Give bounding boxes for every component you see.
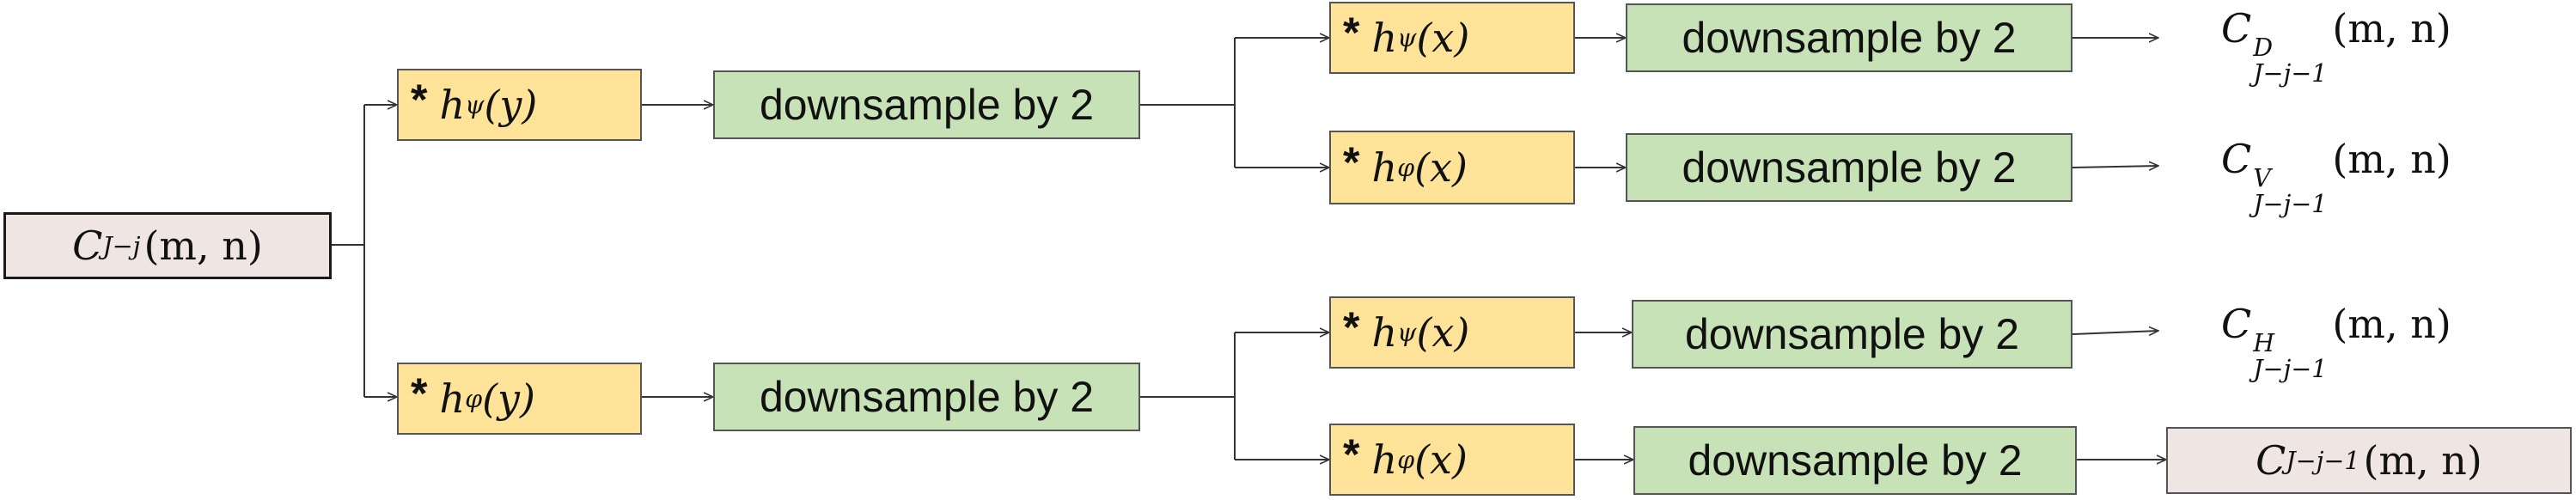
output-base: C	[2221, 136, 2252, 182]
output-sub: J−j−1	[2253, 58, 2328, 88]
downsample-box-3: downsample by 2	[1626, 3, 2072, 72]
convolution-star: *	[1343, 9, 1360, 57]
filter-sub: ψ	[1397, 318, 1417, 347]
downsample-box-2: downsample by 2	[713, 363, 1140, 431]
output-sub: J−j−1	[2286, 446, 2360, 475]
output-base: C	[2221, 301, 2252, 347]
filter-arg: (x)	[1414, 144, 1468, 191]
output-base: C	[2256, 437, 2286, 484]
output-sub: J−j−1	[2253, 354, 2328, 383]
input-sub: J−j	[102, 231, 141, 260]
output-base: C	[2221, 5, 2252, 52]
filter-arg: (x)	[1414, 436, 1468, 483]
downsample-box-4: downsample by 2	[1626, 133, 2072, 202]
filter-sub: φ	[1397, 445, 1415, 474]
downsample-box-5: downsample by 2	[1632, 300, 2072, 369]
filter-func: h	[1371, 309, 1398, 356]
convolution-star: *	[411, 369, 428, 418]
filter-arg: (x)	[1416, 309, 1470, 356]
filter-func: h	[1371, 15, 1398, 61]
filter-sub: ψ	[465, 90, 485, 119]
filter-sub: φ	[465, 384, 483, 413]
output-args: (m, n)	[2332, 5, 2451, 52]
input-base: C	[72, 223, 103, 269]
downsample-box-6: downsample by 2	[1633, 426, 2077, 495]
convolution-star: *	[1343, 303, 1360, 351]
output-sup: V	[2253, 163, 2271, 192]
convolution-star: *	[1343, 138, 1360, 186]
filter-arg: (y)	[484, 82, 538, 128]
output-sup: H	[2253, 328, 2275, 357]
filter-sub: φ	[1397, 153, 1415, 182]
filter-arg: (y)	[482, 375, 535, 422]
downsample-box-1: downsample by 2	[713, 70, 1140, 139]
output-sub: J−j−1	[2253, 189, 2328, 218]
output-args: (m, n)	[2332, 136, 2451, 182]
input-args: (m, n)	[143, 223, 263, 269]
filter-func: h	[1371, 436, 1398, 483]
output-args: (m, n)	[2332, 301, 2451, 347]
filter-func: h	[439, 82, 466, 128]
filter-arg: (x)	[1416, 15, 1470, 61]
filter-func: h	[439, 375, 466, 422]
convolution-star: *	[1343, 430, 1360, 479]
output-sup: D	[2253, 33, 2274, 62]
convolution-star: *	[411, 76, 428, 124]
output-args: (m, n)	[2363, 437, 2482, 484]
filter-sub: ψ	[1397, 23, 1417, 52]
filter-func: h	[1371, 144, 1398, 191]
